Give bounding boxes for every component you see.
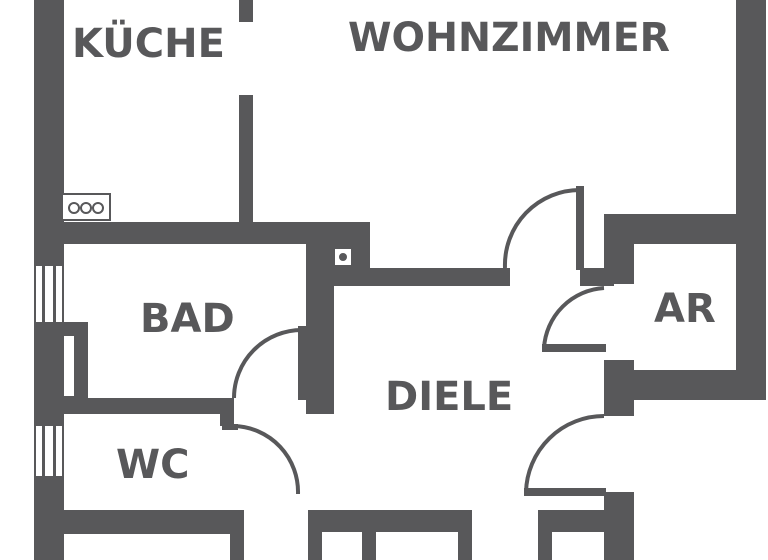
window-icon	[36, 266, 74, 476]
room-label-wohnzimmer: WOHNZIMMER	[348, 15, 670, 61]
wall-lower-7	[538, 510, 552, 560]
wall-lower-2	[308, 510, 472, 532]
wall-right-upper	[736, 0, 766, 240]
wall-lower-6	[538, 510, 634, 532]
wall-wc-right	[220, 398, 234, 426]
outer-walls	[34, 0, 766, 560]
wall-kitchen-partition-top	[239, 0, 253, 22]
drain-icon	[333, 247, 353, 267]
room-label-ar: AR	[654, 286, 716, 332]
stove-icon	[61, 193, 111, 221]
wall-wohn-bottom-right	[580, 268, 614, 286]
room-label-kueche: KÜCHE	[72, 19, 225, 67]
wall-bad-right	[306, 244, 334, 414]
wall-kitchen-partition	[239, 95, 253, 230]
wall-wc-bottom	[34, 510, 234, 534]
wall-lower-4	[362, 526, 376, 560]
wall-lower-3	[308, 510, 322, 560]
wall-kitchen-bottom	[34, 222, 370, 244]
wall-ar-left-lower	[604, 360, 634, 416]
room-label-wc: WC	[116, 442, 189, 488]
wall-lower-5	[458, 526, 472, 560]
wall-ar-right	[736, 214, 766, 400]
wall-lower-1	[230, 510, 244, 560]
interior-walls	[34, 0, 634, 560]
wall-wohn-bottom-left	[322, 268, 510, 286]
room-label-diele: DIELE	[385, 374, 513, 420]
door-swing-icon	[222, 186, 606, 496]
room-label-bad: BAD	[140, 296, 235, 342]
